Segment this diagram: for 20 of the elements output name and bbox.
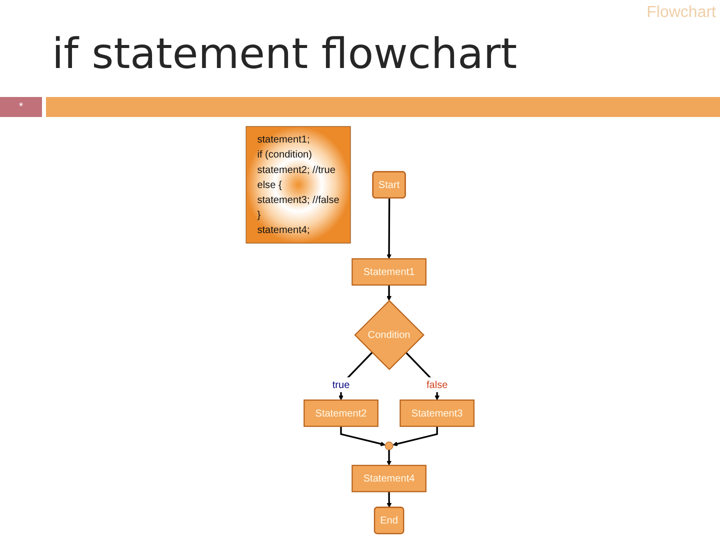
arrow [340,426,386,446]
node-box: Statement4 [352,464,426,492]
node-circle [384,442,394,450]
arrow [386,450,392,466]
arrow [392,426,438,446]
node-box: statement1; if (condition) statement2; //true else { statement3; //false } statement4; [246,126,351,244]
header-text: Flowchart [646,4,716,22]
arrow [386,285,392,301]
node-box: Statement1 [352,258,426,286]
edge-label: true [332,378,350,390]
node-box: Statement2 [304,400,378,427]
node-box: Statement3 [400,400,474,427]
arrow [405,352,440,400]
arrow [386,492,392,508]
edge-label: false [426,378,448,390]
arrow [338,352,373,400]
slide-number: * [0,97,42,117]
title: if statement flowchart [52,30,518,78]
arrow [386,198,392,260]
node-diamond: Condition [354,300,424,370]
